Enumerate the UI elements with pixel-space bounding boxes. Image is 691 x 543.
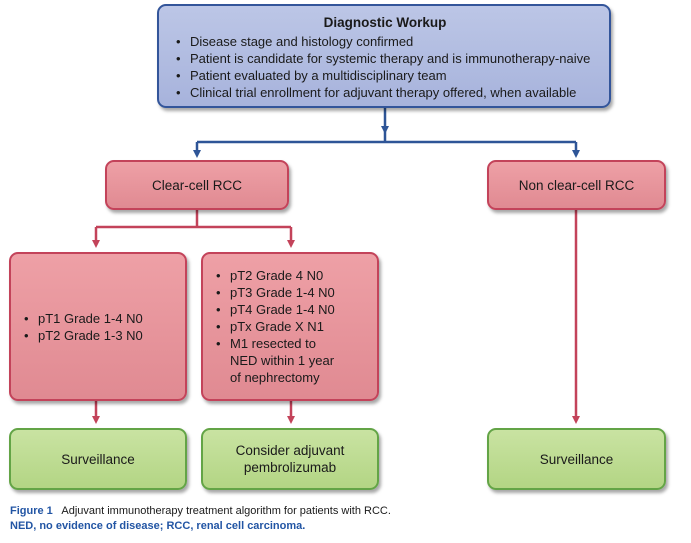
list-item: pT2 Grade 4 N0 xyxy=(213,267,369,284)
surveillance-left-box: Surveillance xyxy=(9,428,187,490)
surveillance-right-label: Surveillance xyxy=(539,451,614,467)
surveillance-right-box: Surveillance xyxy=(487,428,666,490)
surveillance-left-label: Surveillance xyxy=(61,451,135,467)
list-item: Patient evaluated by a multidisciplinary… xyxy=(173,67,597,84)
low-risk-criteria-list: pT1 Grade 1-4 N0 pT2 Grade 1-3 N0 xyxy=(21,310,143,344)
non-clear-cell-rcc-label: Non clear-cell RCC xyxy=(518,177,635,193)
pembrolizumab-box: Consider adjuvant pembrolizumab xyxy=(201,428,379,490)
non-clear-cell-rcc-box: Non clear-cell RCC xyxy=(487,160,666,210)
list-item: Disease stage and histology confirmed xyxy=(173,33,597,50)
caption-abbreviations: NED, no evidence of disease; RCC, renal … xyxy=(10,520,306,532)
list-item: pT4 Grade 1-4 N0 xyxy=(213,301,369,318)
list-item: M1 resected to NED within 1 year of neph… xyxy=(213,335,369,386)
diagnostic-workup-box: Diagnostic Workup Disease stage and hist… xyxy=(157,4,611,108)
high-risk-criteria-list: pT2 Grade 4 N0 pT3 Grade 1-4 N0 pT4 Grad… xyxy=(213,267,369,386)
pembrolizumab-label: Consider adjuvant pembrolizumab xyxy=(235,443,345,475)
figure-label: Figure 1 xyxy=(10,505,53,517)
list-item: Clinical trial enrollment for adjuvant t… xyxy=(173,84,597,101)
diagnostic-workup-title: Diagnostic Workup xyxy=(323,15,447,30)
list-item: pTx Grade X N1 xyxy=(213,318,369,335)
clear-cell-rcc-box: Clear-cell RCC xyxy=(105,160,289,210)
list-item: pT2 Grade 1-3 N0 xyxy=(21,327,143,344)
list-item: pT3 Grade 1-4 N0 xyxy=(213,284,369,301)
list-item: pT1 Grade 1-4 N0 xyxy=(21,310,143,327)
caption-text: Adjuvant immunotherapy treatment algorit… xyxy=(61,505,391,517)
diagnostic-workup-list: Disease stage and histology confirmed Pa… xyxy=(173,33,597,101)
figure-caption: Figure 1 Adjuvant immunotherapy treatmen… xyxy=(10,504,680,534)
list-item: Patient is candidate for systemic therap… xyxy=(173,50,597,67)
clear-cell-rcc-label: Clear-cell RCC xyxy=(151,177,242,193)
high-risk-criteria-box: pT2 Grade 4 N0 pT3 Grade 1-4 N0 pT4 Grad… xyxy=(201,252,379,401)
caption-line-1: Figure 1 Adjuvant immunotherapy treatmen… xyxy=(10,504,680,519)
low-risk-criteria-box: pT1 Grade 1-4 N0 pT2 Grade 1-3 N0 xyxy=(9,252,187,401)
